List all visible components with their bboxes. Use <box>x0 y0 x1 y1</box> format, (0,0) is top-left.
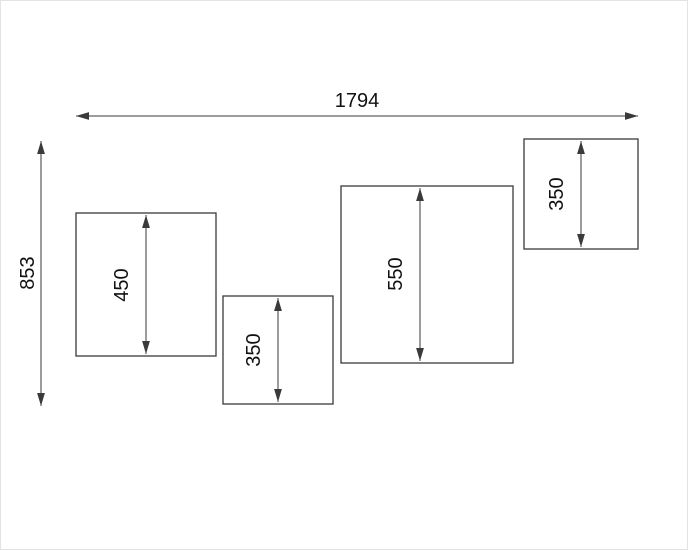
box-2: 350 <box>222 295 334 405</box>
box-3: 550 <box>340 185 514 364</box>
overall-width-dimension-label: 1794 <box>335 90 380 112</box>
box-1-height-dimension-label: 450 <box>111 268 133 301</box>
overall-width-dimension: 1794 <box>76 90 638 120</box>
box-4-height-dimension-label: 350 <box>546 177 568 210</box>
overall-height-dimension: 853 <box>17 141 45 406</box>
box-3-outline <box>340 185 514 364</box>
box-4: 350 <box>523 138 639 250</box>
box-1-outline <box>75 212 217 357</box>
box-2-outline <box>222 295 334 405</box>
box-2-height-dimension-label: 350 <box>243 333 265 366</box>
overall-height-dimension-label: 853 <box>17 256 39 289</box>
box-1: 450 <box>75 212 217 357</box>
box-4-outline <box>523 138 639 250</box>
box-3-height-dimension-label: 550 <box>385 257 407 290</box>
